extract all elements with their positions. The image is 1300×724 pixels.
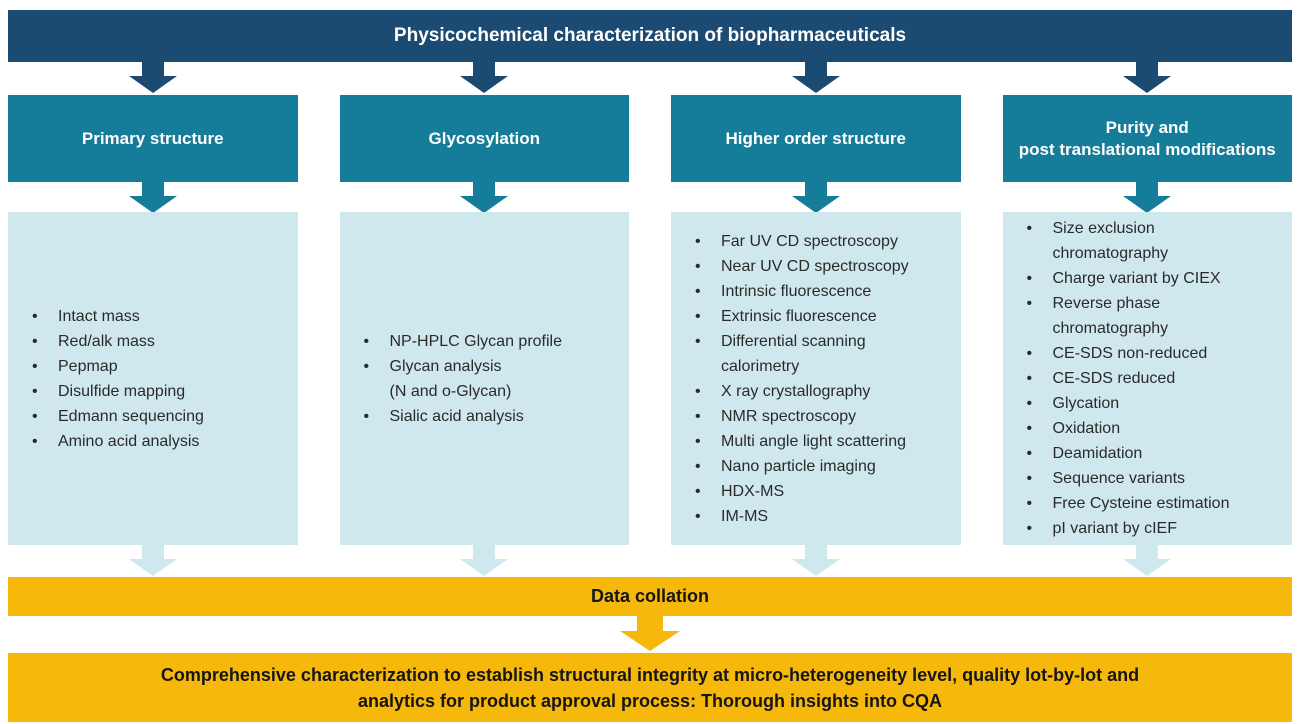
down-arrow-icon [128,182,177,213]
list-item: Sialic acid analysis [364,404,563,429]
list-item: pI variant by cIEF [1027,516,1230,541]
data-collation-bar: Data collation [8,577,1292,616]
list-item: Disulfide mapping [32,379,204,404]
data-collation-label: Data collation [590,586,710,606]
list-item: Charge variant by CIEX [1027,266,1230,291]
category-box-primary-structure: Primary structure [8,95,298,182]
down-arrow-icon [460,545,509,576]
down-arrow-icon [1123,62,1172,93]
diagram-title-bar: Physicochemical characterization of biop… [8,10,1292,62]
list-item: Glycation [1027,391,1230,416]
down-arrow-icon [620,616,680,651]
list-item: X ray crystallography [695,379,909,404]
list-item: Intact mass [32,304,204,329]
method-list-primary-structure: Intact massRed/alk massPepmapDisulfide m… [8,212,298,545]
bullet-list: Size exclusion chromatographyCharge vari… [1003,216,1238,541]
category-title: Glycosylation [428,128,540,148]
category-header-row: Primary structure Glycosylation Higher o… [8,95,1292,182]
list-item: NMR spectroscopy [695,404,909,429]
down-arrow-icon [460,62,509,93]
method-list-glycosylation: NP-HPLC Glycan profileGlycan analysis (N… [339,212,629,545]
list-item: HDX-MS [695,479,909,504]
list-item: Intrinsic fluorescence [695,279,909,304]
list-item: CE-SDS non-reduced [1027,341,1230,366]
down-arrow-icon [460,182,509,213]
method-list-purity-ptm: Size exclusion chromatographyCharge vari… [1002,212,1292,545]
gold-arrow-row [8,616,1292,653]
list-item: Extrinsic fluorescence [695,304,909,329]
list-item: Sequence variants [1027,466,1230,491]
list-item: Free Cysteine estimation [1027,491,1230,516]
list-item: CE-SDS reduced [1027,366,1230,391]
down-arrow-icon [791,182,840,213]
list-item: NP-HPLC Glycan profile [364,329,563,354]
conclusion-bar: Comprehensive characterization to establ… [8,653,1292,722]
method-list-row: Intact massRed/alk massPepmapDisulfide m… [8,212,1292,545]
conclusion-text: Comprehensive characterization to establ… [160,664,1140,711]
bullet-list: Intact massRed/alk massPepmapDisulfide m… [8,304,212,454]
list-item: Multi angle light scattering [695,429,909,454]
list-item: Amino acid analysis [32,429,204,454]
category-box-higher-order-structure: Higher order structure [671,95,961,182]
light-arrow-row [8,545,1292,577]
list-item: Far UV CD spectroscopy [695,229,909,254]
down-arrow-icon [128,545,177,576]
method-list-higher-order-structure: Far UV CD spectroscopyNear UV CD spectro… [671,212,961,545]
list-item: Nano particle imaging [695,454,909,479]
list-item: Oxidation [1027,416,1230,441]
diagram-title: Physicochemical characterization of biop… [393,25,907,46]
category-title: Primary structure [81,128,224,148]
list-item: IM-MS [695,504,909,529]
down-arrow-icon [128,62,177,93]
list-item: Red/alk mass [32,329,204,354]
teal-arrow-row [8,182,1292,213]
list-item: Edmann sequencing [32,404,204,429]
list-item: Pepmap [32,354,204,379]
list-item: Near UV CD spectroscopy [695,254,909,279]
category-box-purity-ptm: Purity and post translational modificati… [1002,95,1292,182]
list-item: Deamidation [1027,441,1230,466]
category-title: Purity and post translational modificati… [1018,117,1276,159]
down-arrow-icon [791,62,840,93]
list-item: Glycan analysis (N and o-Glycan) [364,354,563,404]
down-arrow-icon [1123,545,1172,576]
list-item: Reverse phase chromatography [1027,291,1230,341]
category-box-glycosylation: Glycosylation [339,95,629,182]
down-arrow-icon [1123,182,1172,213]
list-item: Differential scanning calorimetry [695,329,909,379]
navy-arrow-row [8,62,1292,95]
bullet-list: NP-HPLC Glycan profileGlycan analysis (N… [340,329,571,429]
down-arrow-icon [791,545,840,576]
list-item: Size exclusion chromatography [1027,216,1230,266]
bullet-list: Far UV CD spectroscopyNear UV CD spectro… [671,229,917,529]
category-title: Higher order structure [725,128,906,148]
